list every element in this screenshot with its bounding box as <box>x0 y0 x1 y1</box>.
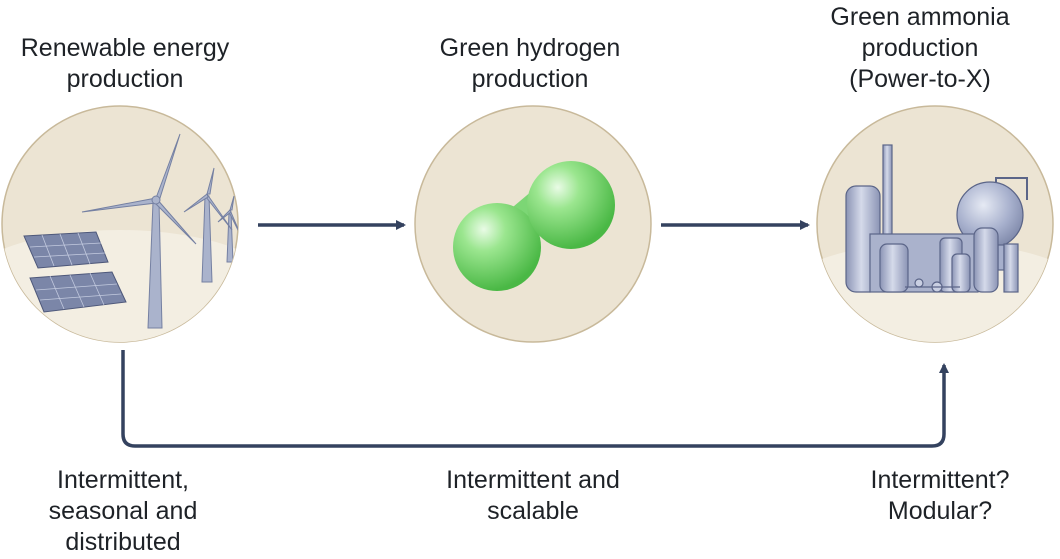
renewable-note: Intermittent, seasonal and distributed <box>0 465 246 558</box>
hydrogen-note: Intermittent and scalable <box>400 465 666 527</box>
hydrogen-title-line: production <box>471 65 589 93</box>
ammonia-title-line: (Power-to-X) <box>849 65 991 93</box>
hydrogen-molecule-icon <box>414 105 652 343</box>
ammonia-title: Green ammonia production (Power-to-X) <box>800 2 1040 95</box>
ammonia-plant-icon <box>816 105 1054 343</box>
ammonia-title-line: production <box>861 34 979 62</box>
ammonia-note: Intermittent? Modular? <box>820 465 1060 527</box>
ammonia-note-line: Modular? <box>887 497 993 525</box>
arrow-renewable-to-ammonia <box>121 350 949 448</box>
hydrogen-note-line: Intermittent and <box>446 466 620 494</box>
wind-solar-icon <box>1 105 239 343</box>
renewable-note-line: seasonal and <box>48 497 198 525</box>
ammonia-title-line: Green ammonia <box>830 3 1010 31</box>
hydrogen-title-line: Green hydrogen <box>439 34 621 62</box>
wind-turbine-icon <box>81 133 238 329</box>
hydrogen-title: Green hydrogen production <box>400 33 660 95</box>
renewable-note-line: distributed <box>65 528 181 556</box>
solar-panel-icon <box>23 231 127 313</box>
renewable-title-line: production <box>66 65 184 93</box>
renewable-note-line: Intermittent, <box>57 466 189 494</box>
renewable-title-line: Renewable energy <box>20 34 230 62</box>
hydrogen-note-line: scalable <box>487 497 579 525</box>
renewable-title: Renewable energy production <box>0 33 250 95</box>
ammonia-note-line: Intermittent? <box>870 466 1010 494</box>
